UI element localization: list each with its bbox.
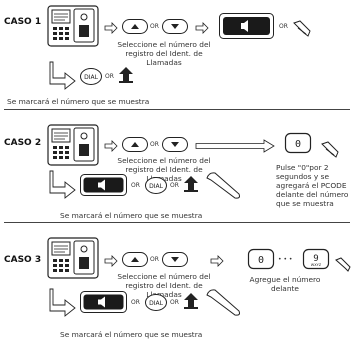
or-text: OR	[279, 23, 288, 30]
speaker-key-icon[interactable]	[219, 13, 274, 39]
or-text: OR	[131, 182, 140, 189]
case-1-instruction: Seleccione el número del registro del Id…	[117, 40, 211, 67]
hook-up-arrow-icon	[119, 67, 133, 83]
case-3-instruction: Seleccione el número del registro del Id…	[117, 272, 211, 299]
handset-lift-icon	[293, 20, 311, 37]
dial-key-icon[interactable]: DIAL	[80, 68, 102, 85]
svg-text:DIAL: DIAL	[149, 300, 163, 307]
down-key-icon[interactable]	[162, 19, 188, 34]
svg-text:DIAL: DIAL	[149, 183, 163, 190]
case-1-result: Se marcará el número que se muestra	[7, 97, 150, 106]
phone-base-icon	[47, 237, 99, 279]
zero-key-icon[interactable]: 0	[284, 132, 312, 154]
phone-base-icon	[47, 5, 99, 47]
up-key-icon[interactable]	[122, 137, 148, 152]
zero-key-icon[interactable]: 0	[247, 248, 275, 270]
or-text: OR	[131, 299, 140, 306]
svg-text:DIAL: DIAL	[84, 74, 98, 81]
case-1-label: CASO 1	[4, 17, 42, 27]
dial-key-icon[interactable]: DIAL	[145, 294, 167, 311]
return-arrow-icon	[49, 61, 76, 90]
section-divider	[4, 109, 350, 110]
down-key-icon[interactable]	[162, 137, 188, 152]
or-text: OR	[170, 182, 179, 189]
arrow-right-icon	[104, 140, 118, 152]
up-key-icon[interactable]	[122, 19, 148, 34]
section-divider	[4, 222, 350, 223]
case-3-note: Agregue el número delante	[249, 275, 321, 293]
or-text: OR	[170, 299, 179, 306]
arrow-right-icon	[210, 255, 224, 267]
or-text: OR	[150, 256, 159, 263]
case-2-instruction: Seleccione el número del registro del Id…	[117, 156, 211, 183]
down-key-icon[interactable]	[162, 252, 188, 267]
svg-text:0: 0	[258, 255, 264, 266]
up-key-icon[interactable]	[122, 252, 148, 267]
or-text: OR	[105, 73, 114, 80]
speaker-key-icon[interactable]	[80, 291, 127, 313]
hook-up-arrow-icon	[184, 176, 198, 192]
hook-up-arrow-icon	[184, 293, 198, 309]
arrow-right-icon	[104, 22, 118, 34]
or-text: OR	[150, 23, 159, 30]
ellipsis-dots: • • •	[278, 256, 293, 263]
case-2-note: Pulse "0"por 2 segundos y se agregará el…	[276, 163, 349, 208]
arrow-right-icon	[195, 22, 209, 34]
return-arrow-icon	[49, 288, 76, 317]
svg-text:9: 9	[313, 254, 318, 264]
speaker-key-icon[interactable]	[80, 174, 127, 196]
handset-icon	[206, 289, 240, 316]
long-arrow-right-icon	[195, 139, 275, 153]
or-text: OR	[150, 141, 159, 148]
case-2-result: Se marcará el número que se muestra	[60, 211, 203, 220]
case-3-label: CASO 3	[4, 255, 42, 265]
svg-text:WXYZ: WXYZ	[311, 263, 322, 267]
phone-base-icon	[47, 124, 99, 166]
return-arrow-icon	[49, 170, 76, 199]
case-3-result: Se marcará el número que se muestra	[60, 330, 203, 339]
svg-text:0: 0	[295, 139, 301, 150]
handset-icon	[206, 172, 240, 199]
arrow-right-icon	[104, 255, 118, 267]
handset-lift-icon	[335, 257, 351, 272]
dial-key-icon[interactable]: DIAL	[145, 177, 167, 194]
case-2-label: CASO 2	[4, 138, 42, 148]
handset-lift-icon	[321, 141, 339, 158]
